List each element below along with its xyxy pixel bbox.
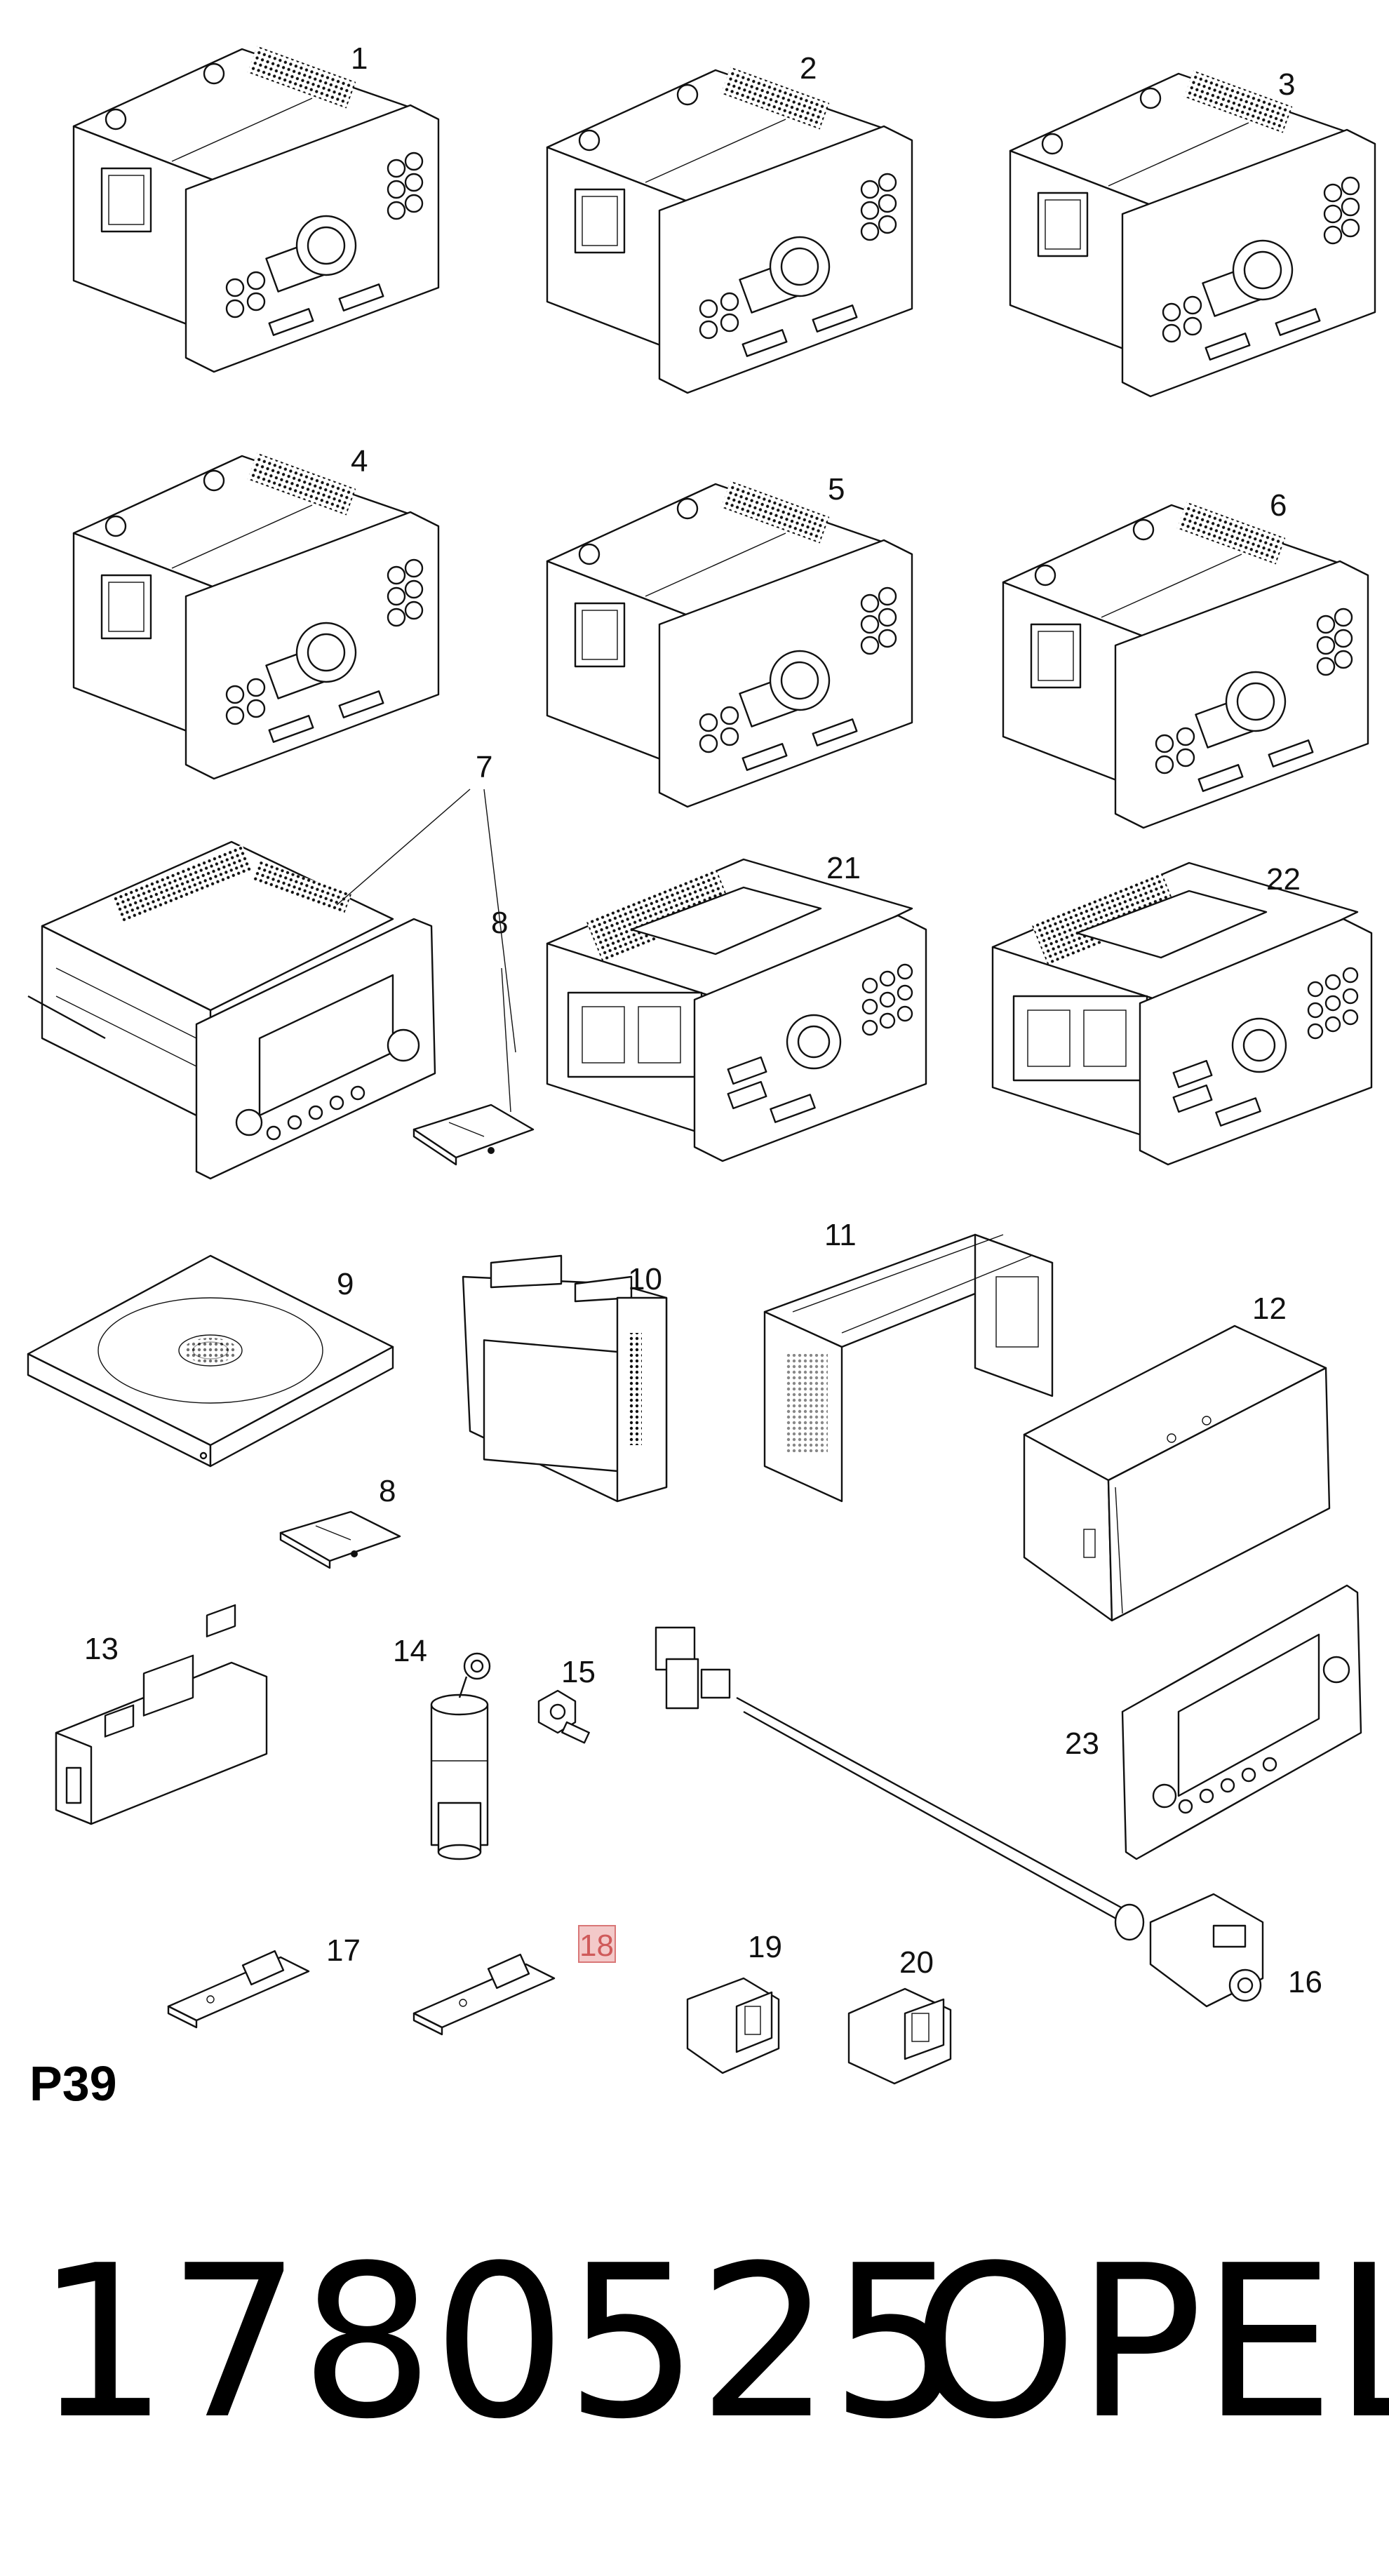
screw-15 bbox=[537, 1689, 590, 1744]
radio-unit-5 bbox=[546, 480, 913, 808]
radio-unit-21 bbox=[546, 858, 927, 1162]
part-number: 1780525 bbox=[35, 2220, 964, 2465]
display-unit-10 bbox=[462, 1254, 668, 1503]
control-panel-13 bbox=[55, 1604, 268, 1825]
page-code: P39 bbox=[29, 2056, 117, 2111]
callout-21: 21 bbox=[826, 851, 861, 885]
connector-17 bbox=[167, 1950, 310, 2029]
radio-unit-2 bbox=[546, 66, 913, 394]
mounting-bracket-11 bbox=[763, 1233, 1054, 1503]
callout-2: 2 bbox=[800, 51, 817, 86]
callout-16: 16 bbox=[1288, 1965, 1322, 1999]
callout-3: 3 bbox=[1278, 67, 1295, 102]
module-14 bbox=[430, 1652, 491, 1860]
brand-name: OPEL bbox=[912, 2220, 1389, 2465]
connector-18 bbox=[412, 1953, 556, 2036]
callout-15: 15 bbox=[561, 1655, 596, 1689]
callout-6: 6 bbox=[1270, 488, 1287, 523]
radio-unit-1 bbox=[72, 45, 440, 373]
callout-18: 18 bbox=[579, 1928, 614, 1963]
callout-4: 4 bbox=[351, 444, 368, 478]
callout-17: 17 bbox=[326, 1933, 361, 1968]
callout-5: 5 bbox=[828, 472, 845, 507]
callout-23: 23 bbox=[1065, 1726, 1099, 1761]
callout-18-highlight bbox=[578, 1925, 616, 1963]
socket-20 bbox=[847, 1987, 952, 2085]
callout-8a: 8 bbox=[491, 906, 508, 940]
callout-8b: 8 bbox=[379, 1474, 396, 1508]
trim-panel-12 bbox=[1023, 1324, 1331, 1622]
callout-13: 13 bbox=[84, 1632, 119, 1666]
callout-19: 19 bbox=[748, 1930, 782, 1964]
callout-22: 22 bbox=[1266, 862, 1301, 897]
navigation-unit-7 bbox=[27, 840, 436, 1180]
sd-card-8b bbox=[279, 1510, 401, 1569]
callout-20: 20 bbox=[899, 1945, 934, 1980]
socket-19 bbox=[686, 1977, 780, 2074]
radio-unit-6 bbox=[1002, 501, 1369, 829]
callout-11: 11 bbox=[824, 1218, 857, 1252]
callout-10: 10 bbox=[628, 1262, 662, 1296]
callout-7: 7 bbox=[476, 750, 492, 784]
nav-bezel-23 bbox=[1121, 1584, 1362, 1860]
cable-16 bbox=[655, 1626, 1264, 2008]
callout-12: 12 bbox=[1252, 1292, 1287, 1326]
radio-unit-3 bbox=[1009, 69, 1376, 398]
callout-9: 9 bbox=[337, 1267, 354, 1301]
callout-14: 14 bbox=[393, 1634, 427, 1668]
parts-diagram: 1 2 3 4 5 6 7 8 21 22 9 10 11 12 8 13 14… bbox=[27, 41, 1376, 2085]
radio-unit-4 bbox=[72, 452, 440, 780]
software-disc-9 bbox=[27, 1254, 394, 1468]
radio-unit-22 bbox=[991, 861, 1373, 1166]
sd-card-8a bbox=[412, 1103, 535, 1166]
callout-1: 1 bbox=[351, 41, 368, 76]
